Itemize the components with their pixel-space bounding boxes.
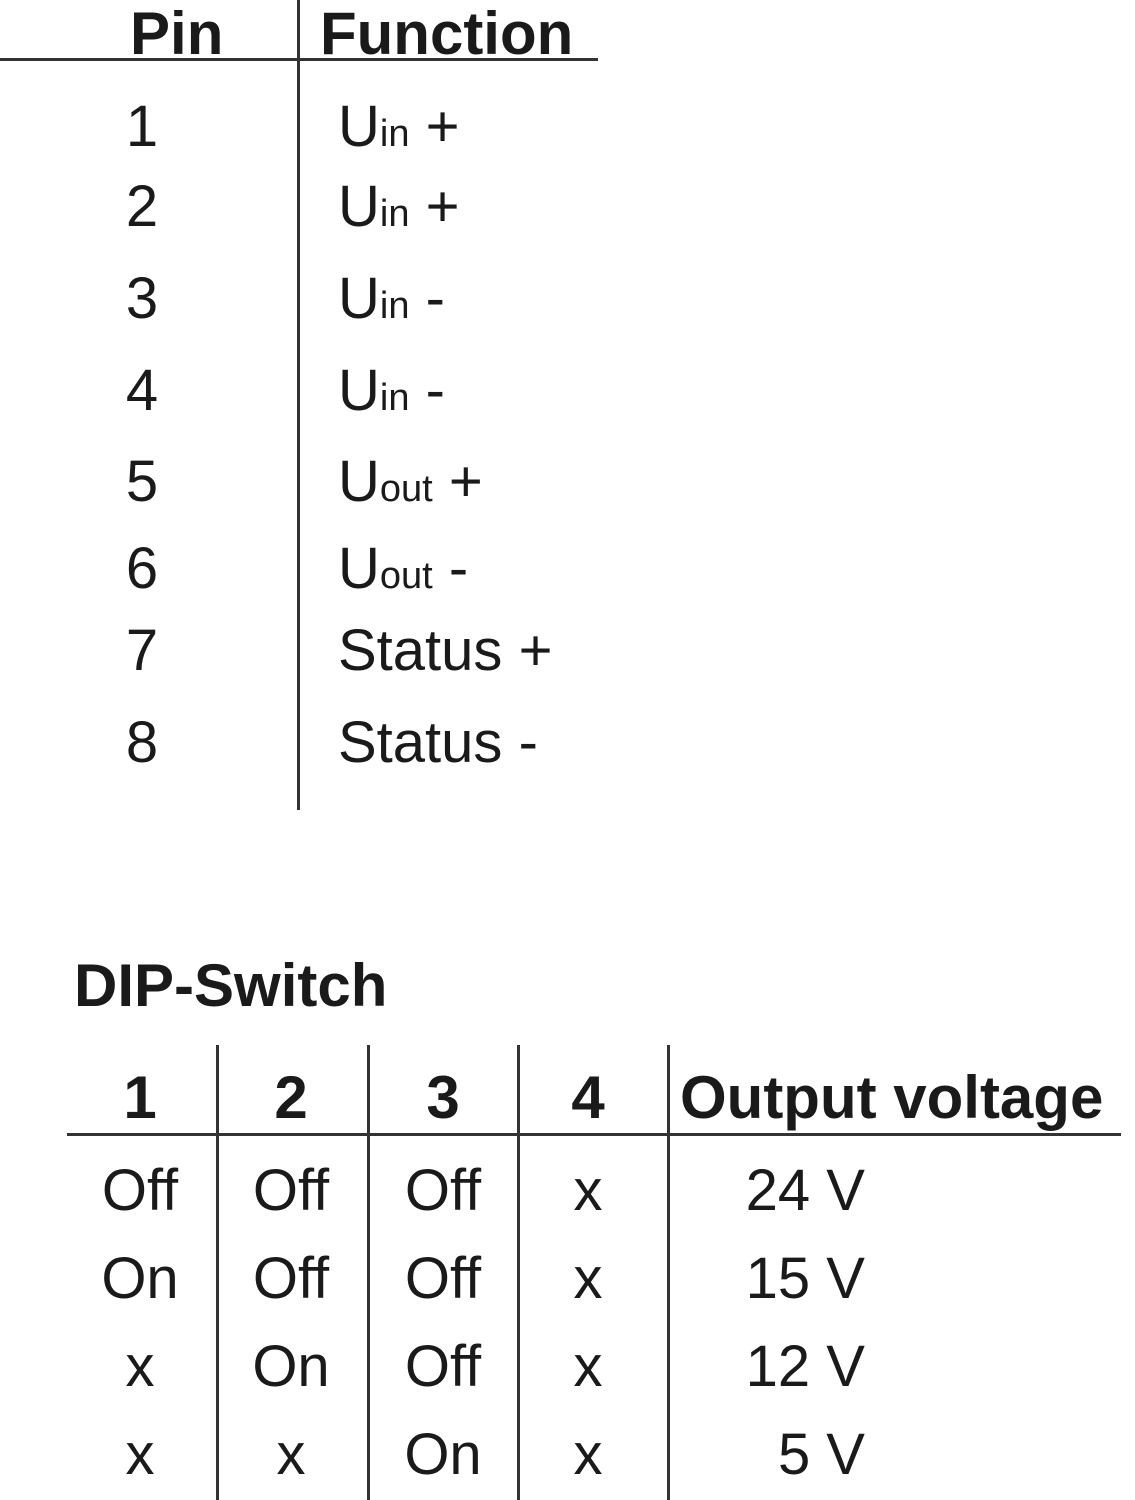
pin-function: Uin -	[338, 362, 445, 420]
output-voltage-value: 12 V	[745, 1334, 865, 1399]
function-subscript: in	[379, 193, 410, 235]
pin-number: 5	[125, 449, 159, 514]
pin-function: Status -	[338, 714, 538, 772]
output-voltage-value: 15 V	[745, 1246, 865, 1311]
dip-header-output-voltage: Output voltage	[680, 1064, 1104, 1131]
function-sign: -	[425, 358, 445, 423]
pin-function: Uin -	[338, 270, 445, 328]
function-base: U	[338, 536, 380, 601]
function-sign: -	[518, 710, 538, 775]
function-sign: -	[448, 536, 469, 601]
pin-number: 4	[125, 358, 159, 423]
pin-number: 3	[125, 266, 159, 331]
pin-function: Status +	[338, 622, 552, 680]
function-subscript: out	[379, 468, 433, 510]
dip-switch-2-state: Off	[252, 1246, 330, 1311]
function-header: Function	[320, 0, 574, 67]
pin-number: 1	[125, 94, 159, 159]
pin-header: Pin	[130, 0, 224, 67]
pin-number: 6	[125, 536, 159, 601]
dip-switch-2-state: Off	[252, 1158, 330, 1223]
dip-table-divider-4	[667, 1045, 670, 1500]
pin-function: Uin +	[338, 98, 459, 156]
function-sign: +	[425, 94, 460, 159]
dip-switch-title: DIP-Switch	[74, 952, 388, 1019]
function-sign: -	[425, 266, 445, 331]
pin-function: Uin +	[338, 178, 459, 236]
dip-table-divider-1	[216, 1045, 219, 1500]
dip-table-header-rule	[67, 1133, 1121, 1136]
output-voltage-value: 5 V	[777, 1422, 865, 1487]
function-sign: +	[448, 449, 483, 514]
dip-switch-1-state: On	[101, 1246, 179, 1311]
pin-number: 2	[125, 174, 159, 239]
function-sign: +	[518, 618, 553, 683]
dip-switch-4-state: x	[573, 1158, 603, 1223]
output-voltage-value: 24 V	[745, 1158, 865, 1223]
dip-switch-1-state: x	[125, 1334, 155, 1399]
dip-header-switch-1: 1	[123, 1064, 157, 1131]
dip-header-switch-3: 3	[426, 1064, 460, 1131]
function-base: Status	[338, 618, 503, 683]
pin-function: Uout -	[338, 540, 468, 598]
dip-switch-3-state: Off	[404, 1246, 482, 1311]
dip-switch-4-state: x	[573, 1334, 603, 1399]
dip-switch-4-state: x	[573, 1246, 603, 1311]
dip-switch-1-state: Off	[101, 1158, 179, 1223]
dip-table-divider-3	[517, 1045, 520, 1500]
function-subscript: out	[379, 555, 433, 597]
function-sign: +	[425, 174, 460, 239]
function-base: U	[338, 174, 380, 239]
function-subscript: in	[379, 285, 410, 327]
dip-switch-3-state: Off	[404, 1334, 482, 1399]
function-base: U	[338, 449, 380, 514]
pin-table-column-divider	[297, 0, 300, 810]
dip-switch-3-state: Off	[404, 1158, 482, 1223]
dip-switch-2-state: On	[252, 1334, 330, 1399]
function-subscript: in	[379, 377, 410, 419]
function-base: U	[338, 358, 380, 423]
pin-function: Uout +	[338, 453, 483, 511]
dip-header-switch-2: 2	[274, 1064, 308, 1131]
function-base: U	[338, 266, 380, 331]
dip-switch-4-state: x	[573, 1422, 603, 1487]
function-subscript: in	[379, 113, 410, 155]
function-base: U	[338, 94, 380, 159]
dip-header-switch-4: 4	[571, 1064, 605, 1131]
function-base: Status	[338, 710, 503, 775]
pin-number: 8	[125, 710, 159, 775]
dip-switch-1-state: x	[125, 1422, 155, 1487]
dip-switch-2-state: x	[276, 1422, 306, 1487]
dip-table-divider-2	[367, 1045, 370, 1500]
dip-switch-3-state: On	[404, 1422, 482, 1487]
pin-number: 7	[125, 618, 159, 683]
